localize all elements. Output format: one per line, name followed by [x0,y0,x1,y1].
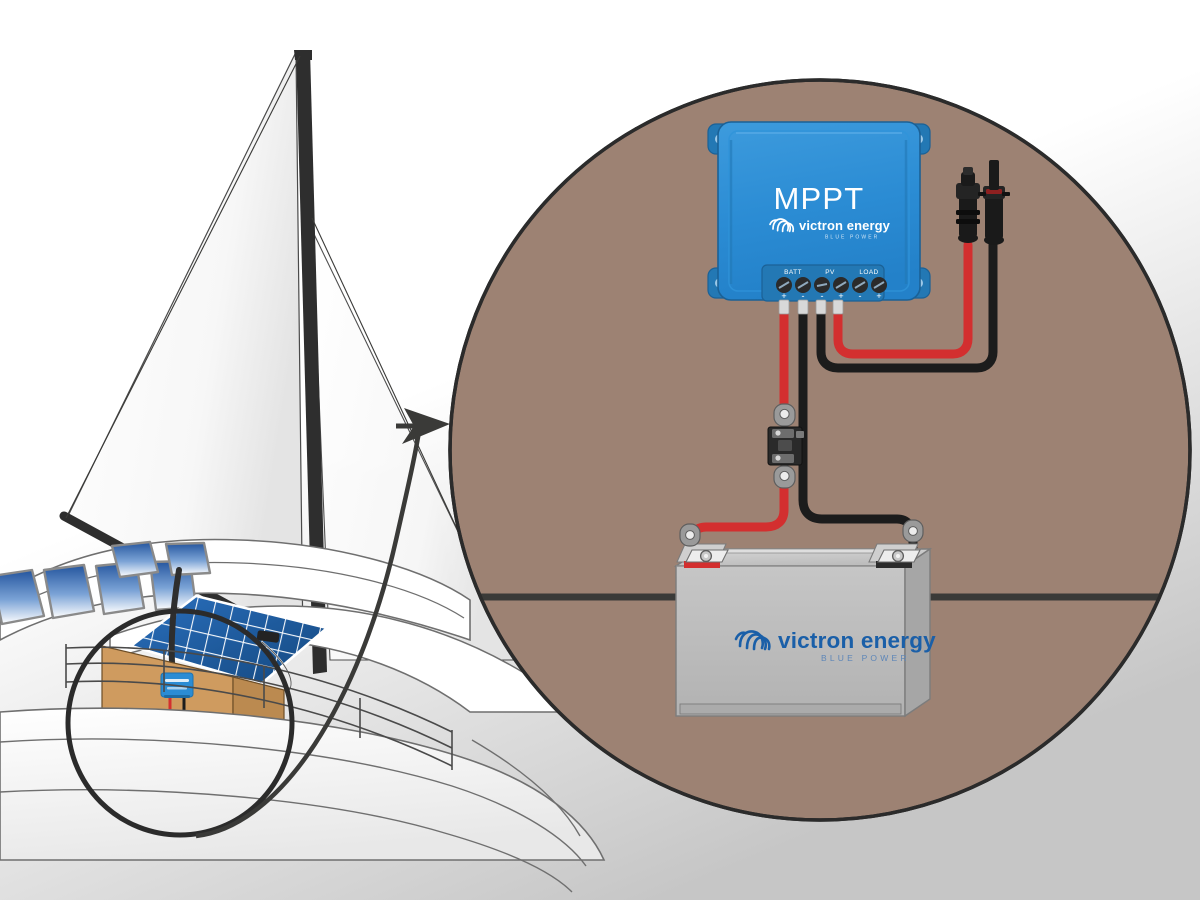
mppt-brand-subtext: BLUE POWER [825,235,879,241]
terminal-group-label-load: LOAD [859,269,878,276]
hull-side [0,707,606,861]
terminal-group-label-batt: BATT [784,269,802,276]
hull-line-2 [0,789,573,893]
mppt-title: MPPT [774,181,865,216]
window-2 [42,563,96,620]
battery-brand-subtext: BLUE POWER [821,653,910,663]
window-1 [0,568,46,626]
svg-text:-: - [802,291,805,301]
battery-base-lip [679,703,902,715]
battery-positive-lug [679,523,701,547]
svg-text:-: - [821,291,824,301]
deck-railing [65,644,453,770]
fuse-element [778,440,792,451]
forestay [65,55,301,519]
mppt-terminal-block: BATT PV LOAD + - [761,264,887,302]
fuse-plate-top [772,429,794,438]
terminal-polarity-marks: + - - + - + [781,291,881,301]
victron-swoosh-icon [734,630,771,651]
magnified-view: victron energy BLUE POWER [448,78,1192,822]
bow-rail [471,739,581,837]
mppt-charge-controller: MPPT victron energy BLUE POWER BATT [707,121,931,315]
svg-text:-: - [859,291,862,301]
mc4-male-connector [978,160,1010,245]
terminal-screws[interactable] [776,277,887,293]
fuse-plate-bottom [772,454,794,463]
wire-ferrules [778,299,844,315]
fuse-lug-bottom [773,465,796,489]
battery-negative-terminal [868,543,921,568]
victron-swoosh-icon [769,218,795,233]
pv-positive-cable [833,240,973,359]
battery-negative-lug [902,519,924,543]
window-6 [164,541,212,577]
battery-logo: victron energy BLUE POWER [734,628,936,663]
hull-line-1 [0,738,587,867]
svg-text:+: + [781,291,786,301]
window-5 [110,540,160,579]
fuse-lug-top [773,403,796,427]
pv-negative-cable [816,240,998,373]
magnifier-rim [448,78,1192,822]
mppt-brand-text: victron energy [799,218,891,233]
inline-fuse-holder [767,403,804,489]
battery-positive-terminal [676,543,729,568]
mast-top-cap [294,50,312,60]
battery-brand-text: victron energy [778,628,936,653]
battery-front-face [675,565,906,717]
svg-text:+: + [838,291,843,301]
solar-junction-box [256,630,280,643]
callout-arrow [195,408,450,839]
callout-source-circle [65,608,295,838]
battery: victron energy BLUE POWER [673,519,936,718]
cabin-windows [0,540,212,626]
svg-text:+: + [876,291,881,301]
mppt-logo: victron energy BLUE POWER [769,218,891,241]
mast [296,50,327,674]
mc4-female-connector [956,167,980,243]
battery-right-face [904,547,931,718]
fuse-tab-right [796,431,804,438]
terminal-group-label-pv: PV [825,269,835,276]
